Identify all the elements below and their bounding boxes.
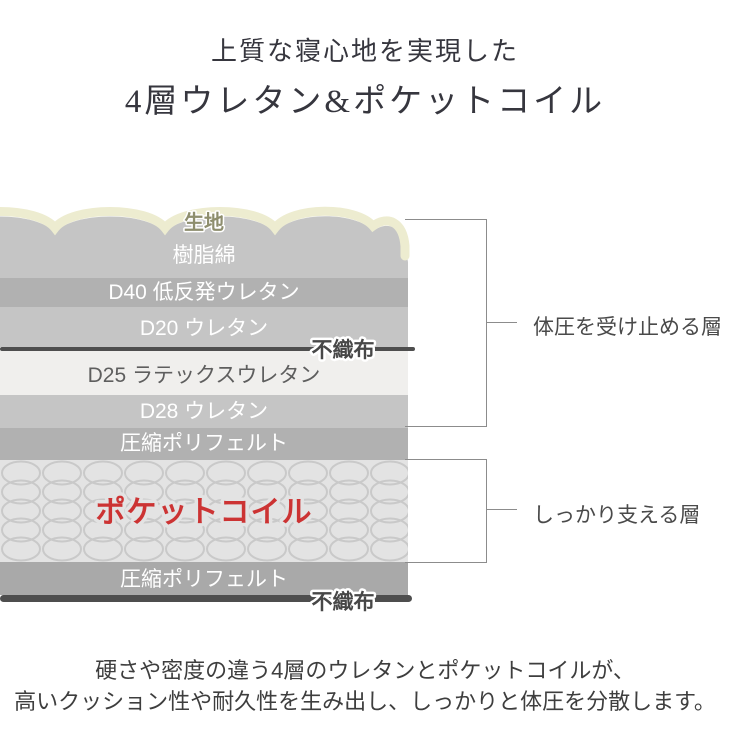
d28-label: D28 ウレタン [140, 400, 268, 423]
layer-d25-latex [0, 351, 408, 395]
layer-polyfelt-lower [0, 562, 408, 595]
description-line1: 硬さや密度の違う4層のウレタンとポケットコイルが、 [95, 658, 635, 683]
page-title-line1: 上質な寝心地を実現した [210, 37, 519, 66]
bracket-lower-tick [486, 509, 517, 510]
layer-resin-cotton [0, 216, 408, 280]
coil-spring-pattern [1, 460, 408, 562]
layer-d40-urethane [0, 278, 408, 307]
annotation-support-layer: しっかり支える層 [533, 504, 701, 527]
layer-d28-urethane [0, 395, 408, 428]
nonwoven-bottom-label: 不織布 [312, 590, 375, 614]
nonwoven-line-top [0, 347, 415, 351]
layer-d20-urethane [0, 307, 408, 347]
page-title-line2: 4層ウレタン&ポケットコイル [124, 84, 606, 120]
bracket-lower-layers [405, 459, 487, 563]
fabric-scallop-band [0, 206, 410, 261]
resin-cotton-label: 樹脂綿 [173, 244, 236, 267]
description-line2: 高いクッション性や耐久性を生み出し、しっかりと体圧を分散します。 [14, 689, 716, 714]
d20-label: D20 ウレタン [140, 317, 268, 340]
polyfelt-upper-label: 圧縮ポリフェルト [120, 432, 288, 455]
d25-label: D25 ラテックスウレタン [88, 364, 321, 387]
layer-polyfelt-upper [0, 428, 408, 460]
fabric-label: 生地 [184, 211, 224, 234]
polyfelt-lower-label: 圧縮ポリフェルト [120, 568, 288, 591]
bracket-upper-tick [486, 322, 517, 323]
annotation-pressure-layer: 体圧を受け止める層 [533, 316, 722, 339]
pocket-coil-label: ポケットコイル [96, 496, 313, 529]
nonwoven-top-label: 不織布 [312, 338, 375, 362]
nonwoven-band-bottom [0, 595, 412, 602]
mattress-layers-diagram: 生地 樹脂綿 D40 低反発ウレタン D20 ウレタン 不織布 D25 ラテック… [0, 206, 415, 617]
bracket-upper-layers [405, 219, 487, 427]
d40-label: D40 低反発ウレタン [108, 281, 299, 304]
